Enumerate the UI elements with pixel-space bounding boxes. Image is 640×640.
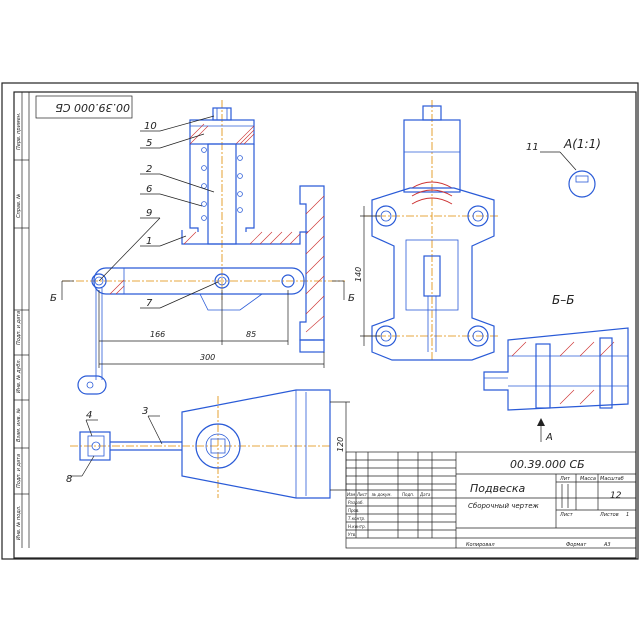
section-bb: Б–Б А — [483, 293, 629, 443]
role-label: Пров. — [348, 508, 360, 513]
dim-140: 140 — [354, 267, 363, 282]
sheets-label: Листов — [599, 512, 619, 518]
side-strip-label: Инв. № подл. — [16, 506, 22, 541]
rev-header: № докум. — [371, 492, 392, 497]
rev-header: Изм — [347, 492, 355, 497]
section-marker-right: Б — [332, 280, 355, 304]
left-side-strip: Перв. примен. Справ. № Подп. и дата Инв.… — [14, 92, 30, 548]
role-label: Н.контр. — [348, 524, 366, 529]
callout-6: 6 — [146, 184, 152, 195]
section-marker-left: Б — [50, 280, 74, 304]
stamp-designation: 00.39.000 СБ — [510, 458, 585, 471]
callouts-front — [98, 115, 219, 309]
dim-85: 85 — [246, 330, 256, 339]
callout-5: 5 — [146, 138, 152, 149]
side-strip-label: Перв. примен. — [16, 112, 22, 150]
svg-text:Б: Б — [50, 293, 57, 304]
section-bb-title: Б–Б — [552, 293, 574, 307]
side-strip-label: Подп. и дата — [16, 454, 22, 488]
role-label: Т.контр. — [348, 516, 365, 521]
callout-1: 1 — [146, 236, 152, 247]
callout-2: 2 — [146, 164, 152, 175]
stamp-title: Подвеска — [470, 482, 526, 495]
spring-coils — [201, 147, 243, 221]
stamp-subtitle: Сборочный чертеж — [468, 502, 539, 510]
dimensions-front: 166 85 300 — [98, 290, 325, 368]
rotated-designation-box: 00.39.000 СБ — [35, 95, 133, 119]
callout-10: 10 — [144, 121, 157, 132]
drawing-frame — [13, 91, 637, 559]
callout-8: 8 — [66, 474, 72, 485]
svg-text:Б: Б — [348, 293, 355, 304]
sheet-label: Лист — [559, 512, 574, 518]
arrow-a-label: А — [545, 432, 553, 443]
view-a-title: А(1:1) — [563, 137, 601, 151]
outer-border — [1, 82, 639, 560]
top-view: 120 3 4 8 — [66, 389, 350, 499]
side-strip-label: Взам. инв. № — [16, 408, 22, 442]
col-lit: Лит — [559, 476, 571, 482]
rev-header: Подп. — [402, 492, 414, 497]
title-block: Изм Лист № докум. Подп. Дата Разраб. Про… — [345, 451, 637, 549]
side-strip-label: Подп. и дата — [16, 311, 22, 345]
copied-label: Копировал — [466, 542, 495, 548]
format-value: А3 — [603, 542, 611, 548]
rev-header: Лист — [356, 492, 368, 497]
col-scale: Масштаб — [600, 476, 624, 482]
side-strip-label: Инв. № дубл. — [16, 359, 22, 393]
side-strip-label: Справ. № — [16, 194, 22, 218]
scale-value: 12 — [610, 491, 622, 501]
callout-7: 7 — [146, 298, 153, 309]
callout-3: 3 — [142, 406, 148, 417]
role-label: Утв. — [348, 532, 356, 537]
dim-166: 166 — [150, 330, 165, 339]
col-mass: Масса — [580, 476, 596, 482]
side-view: 140 — [354, 100, 500, 361]
rev-header: Дата — [419, 492, 431, 497]
dim-120: 120 — [336, 437, 345, 452]
sheets-value: 1 — [626, 512, 629, 518]
dim-300: 300 — [200, 353, 215, 362]
callout-11: 11 — [526, 142, 539, 153]
role-label: Разраб. — [348, 500, 364, 505]
front-view — [62, 100, 345, 395]
callout-9: 9 — [146, 208, 152, 219]
format-label: Формат — [566, 542, 587, 548]
callout-4: 4 — [86, 410, 92, 421]
rotated-designation: 00.39.000 СБ — [55, 101, 130, 114]
view-a-detail: А(1:1) 11 — [526, 137, 601, 198]
